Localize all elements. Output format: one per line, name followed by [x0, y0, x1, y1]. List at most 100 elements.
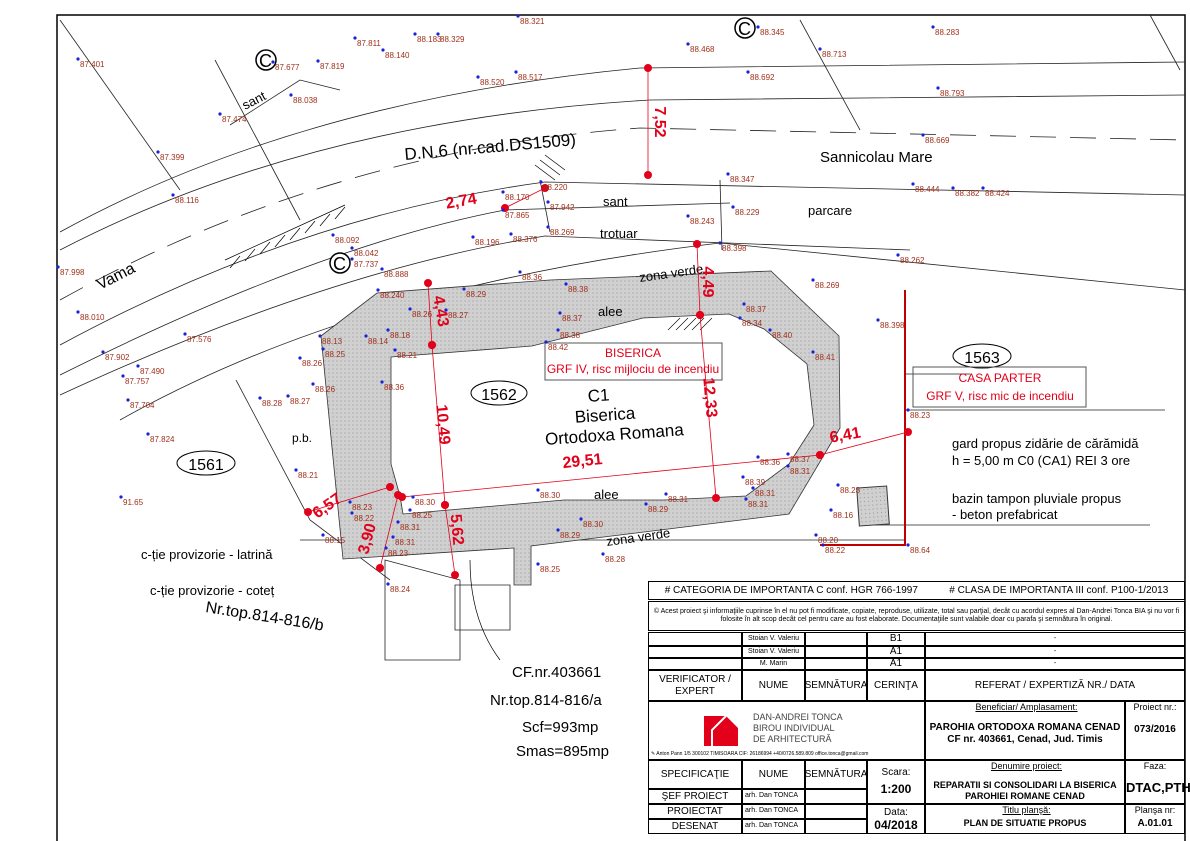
dimension-line — [307, 486, 391, 513]
elevation-label: 88.888 — [384, 270, 409, 279]
verifier-role — [648, 658, 742, 670]
alee-label: alee — [598, 304, 623, 319]
drawing-frame — [56, 14, 1186, 841]
survey-point — [836, 483, 840, 487]
elevation-label: 88.321 — [520, 17, 545, 26]
firm-type-2: DE ARHITECTURĂ — [753, 733, 832, 744]
elevation-label: 87.704 — [130, 401, 155, 410]
elevation-label: 88.39 — [745, 478, 766, 487]
project-name-label: Denumire proiect: — [990, 761, 1063, 771]
beneficiary-name: PAROHIA ORTODOXA ROMANA CENAD — [929, 722, 1121, 734]
elevation-label: 88.042 — [354, 249, 379, 258]
elevation-label: 88.25 — [412, 511, 433, 520]
survey-point — [76, 57, 80, 61]
svg-text:GRF IV, risc mijlociu de incen: GRF IV, risc mijlociu de incendiu — [547, 362, 719, 376]
survey-point — [380, 380, 384, 384]
trotuar-label: trotuar — [600, 226, 638, 241]
street-vama: Vama — [94, 260, 138, 294]
survey-point — [56, 265, 60, 269]
elevation-label: 88.692 — [750, 73, 775, 82]
survey-point — [462, 287, 466, 291]
phase-label: Faza: — [1143, 761, 1167, 771]
elevation-label: 88.31 — [668, 495, 689, 504]
elevation-label: 88.38 — [560, 331, 581, 340]
verifier-name: M. Marin — [742, 658, 805, 670]
basin-note: bazin tampon pluviale propus — [952, 491, 1122, 506]
survey-point — [321, 533, 325, 537]
elevation-label: 87.490 — [140, 367, 165, 376]
sant-label: sant — [240, 88, 269, 113]
survey-point — [756, 455, 760, 459]
staff-role: ŞEF PROIECT — [648, 789, 742, 804]
elevation-label: 88.25 — [325, 350, 346, 359]
elevation-label: 87.401 — [80, 60, 105, 69]
staff-role: DESENAT — [648, 819, 742, 834]
survey-point — [501, 208, 505, 212]
dimension-point — [424, 279, 432, 287]
elevation-label: 88.376 — [513, 235, 538, 244]
svg-text:BISERICA: BISERICA — [605, 346, 661, 360]
verifier-ref: - — [925, 632, 1185, 646]
elevation-label: 87.399 — [160, 153, 185, 162]
survey-point — [556, 528, 560, 532]
cf-info: CF.nr.403661 Nr.top.814-816/a Scf=993mp … — [469, 559, 609, 760]
dimension-lines: 7,522,744,4310,495,624,4912,3329,516,416… — [304, 64, 912, 579]
dimension-point — [428, 341, 436, 349]
elevation-label: 88.23 — [352, 503, 373, 512]
survey-point — [751, 486, 755, 490]
survey-point — [391, 535, 395, 539]
elevation-label: 88.345 — [760, 28, 785, 37]
survey-point — [501, 190, 505, 194]
survey-point — [171, 193, 175, 197]
elevation-label: 88.669 — [925, 136, 950, 145]
elevation-label: 88.37 — [562, 314, 583, 323]
project-no-label: Proiect nr.: — [1133, 702, 1177, 712]
survey-point — [951, 186, 955, 190]
elevation-label: 88.16 — [833, 511, 854, 520]
elevation-label: 88.31 — [755, 489, 776, 498]
dimension-line — [504, 187, 546, 209]
survey-point — [146, 432, 150, 436]
survey-point — [518, 270, 522, 274]
elevation-label: 88.283 — [935, 28, 960, 37]
fence-note: h = 5,00 m C0 (CA1) REI 3 ore — [952, 453, 1130, 468]
firm-name: DAN-ANDREI TONCA — [753, 712, 843, 722]
elevation-label: 88.23 — [840, 486, 861, 495]
elevation-label: 88.347 — [730, 175, 755, 184]
elevation-label: 88.28 — [262, 399, 283, 408]
elevation-label: 88.18 — [390, 331, 411, 340]
elevation-label: 87.824 — [150, 435, 175, 444]
elevation-label: 88.29 — [560, 531, 581, 540]
survey-point — [786, 452, 790, 456]
elevation-label: 88.398 — [880, 321, 905, 330]
elevation-label: 88.13 — [322, 337, 343, 346]
survey-point — [348, 500, 352, 504]
elevation-label: 88.30 — [415, 498, 436, 507]
elevation-label: 88.42 — [548, 343, 569, 352]
survey-point — [386, 582, 390, 586]
elevation-label: 88.31 — [748, 500, 769, 509]
verifier-name: Stoian V. Valeriu — [742, 632, 805, 646]
elevation-label: 88.30 — [540, 491, 561, 500]
verifier-req: A1 — [867, 658, 925, 670]
verifier-req: A1 — [867, 646, 925, 658]
survey-point — [436, 32, 440, 36]
survey-point — [811, 278, 815, 282]
fence-note: gard propus zidărie de cărămidă — [952, 436, 1139, 451]
survey-point — [981, 186, 985, 190]
dimension-line — [379, 494, 399, 569]
dimension-point — [644, 64, 652, 72]
survey-point — [544, 340, 548, 344]
survey-point — [298, 356, 302, 360]
svg-text:1561: 1561 — [188, 457, 224, 474]
elevation-label: 87.942 — [550, 203, 575, 212]
elevation-label: 88.27 — [448, 311, 469, 320]
elevation-label: 88.37 — [746, 305, 767, 314]
importance-category: # CATEGORIA DE IMPORTANTA C conf. HGR 76… — [664, 584, 918, 596]
elevation-label: 88.26 — [412, 310, 433, 319]
survey-point — [289, 93, 293, 97]
dimension-point — [451, 571, 459, 579]
dimension-label: 6,41 — [828, 424, 862, 446]
